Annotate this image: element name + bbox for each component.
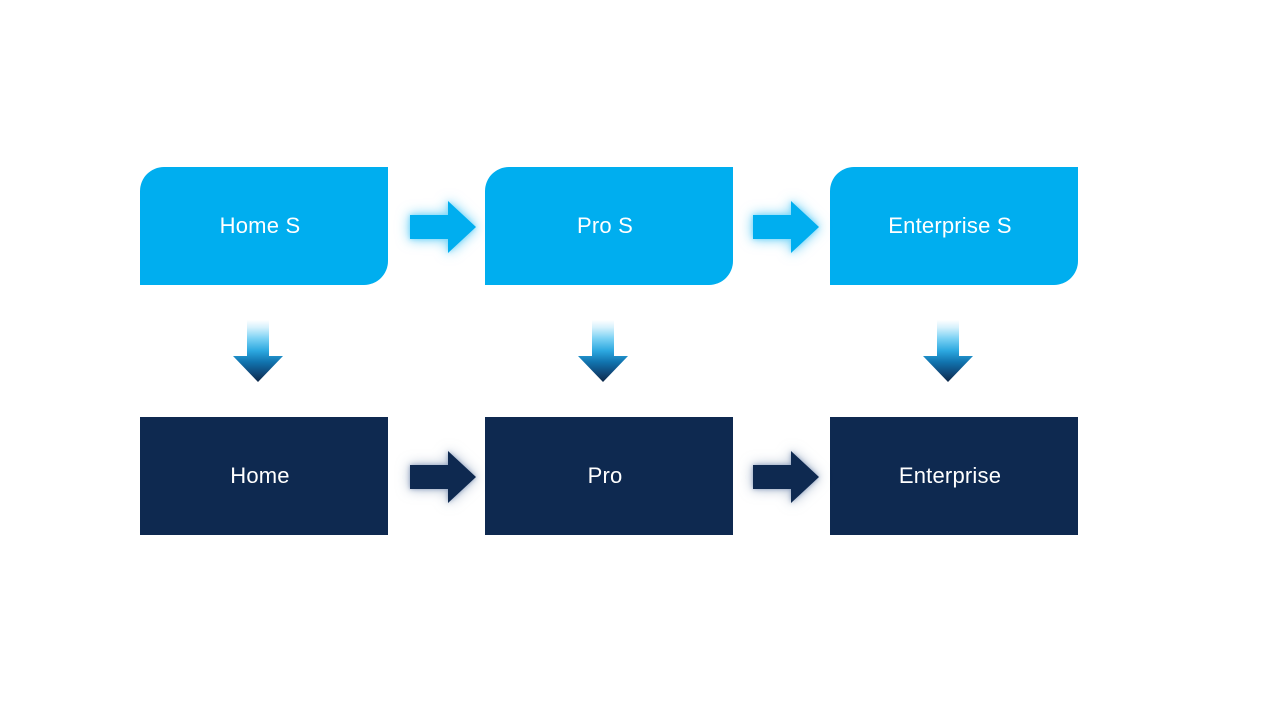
box-enterprise-s: Enterprise S bbox=[830, 167, 1078, 285]
box-home-s: Home S bbox=[140, 167, 388, 285]
down-arrow-icon-1 bbox=[233, 320, 283, 382]
box-pro-s-label: Pro S bbox=[576, 213, 634, 238]
box-enterprise-label: Enterprise bbox=[898, 463, 1002, 488]
box-enterprise-s-label: Enterprise S bbox=[888, 213, 1012, 238]
box-pro-s: Pro S bbox=[485, 167, 733, 285]
box-home-label: Home bbox=[230, 463, 290, 488]
right-arrow-icon-bottom-2 bbox=[753, 451, 819, 503]
down-arrow-icon-2 bbox=[578, 320, 628, 382]
box-pro-label: Pro bbox=[587, 463, 623, 488]
right-arrow-icon-top-1 bbox=[410, 201, 476, 253]
box-home: Home bbox=[140, 417, 388, 535]
box-pro: Pro bbox=[485, 417, 733, 535]
down-arrow-icon-3 bbox=[923, 320, 973, 382]
right-arrow-icon-top-2 bbox=[753, 201, 819, 253]
box-home-s-label: Home S bbox=[219, 213, 301, 238]
right-arrow-icon-bottom-1 bbox=[410, 451, 476, 503]
box-enterprise: Enterprise bbox=[830, 417, 1078, 535]
